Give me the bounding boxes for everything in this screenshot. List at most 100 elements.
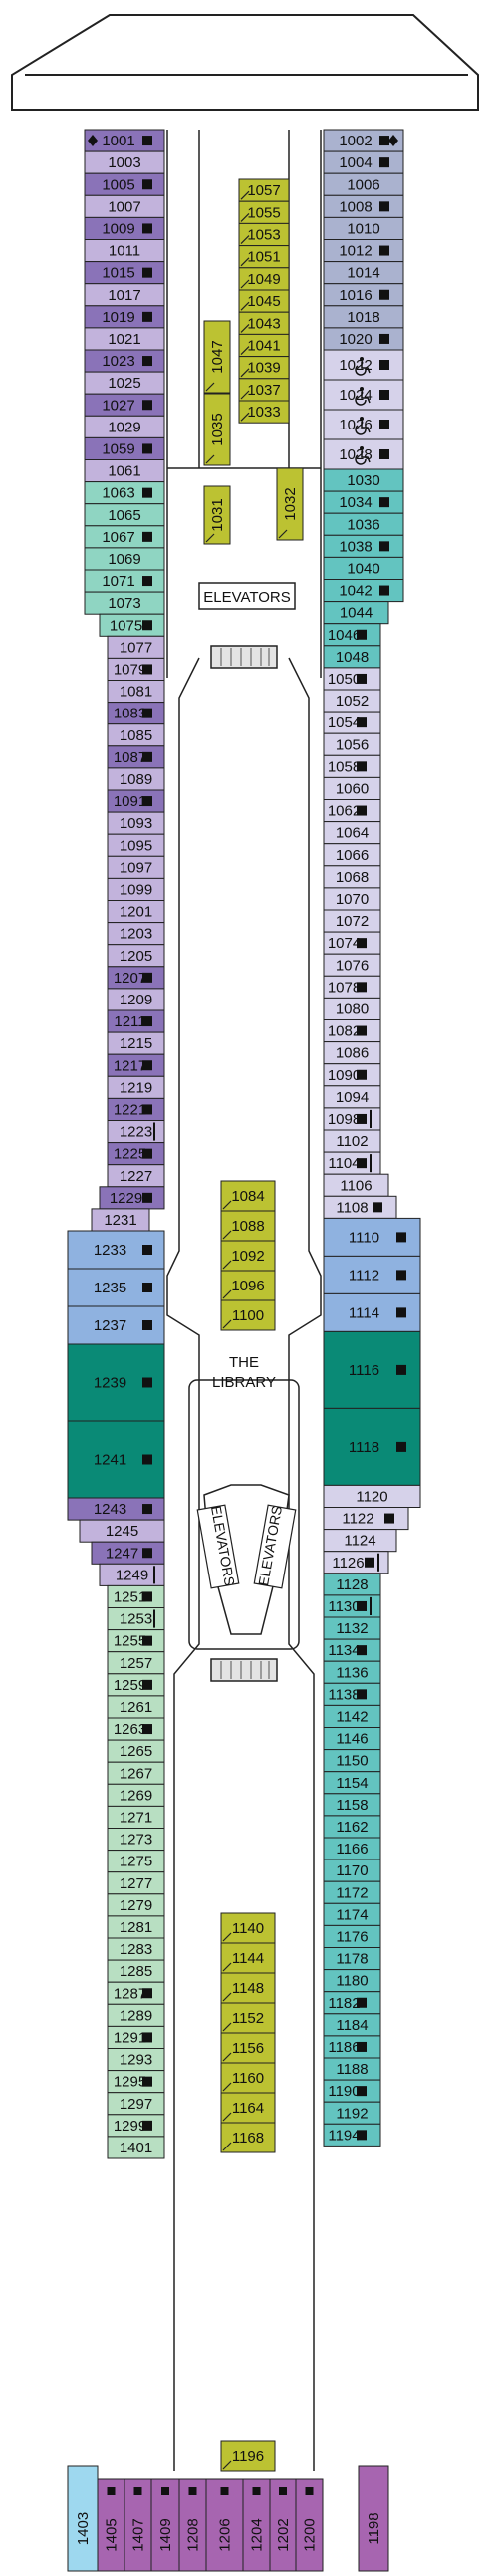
balcony-marker <box>142 1192 152 1203</box>
cabin-number: 1061 <box>108 463 140 480</box>
cabin-number: 1202 <box>275 2518 292 2551</box>
door-marker <box>222 1932 232 1942</box>
cabin-number: 1002 <box>339 133 372 149</box>
cabin-1077: 1077 <box>107 635 165 659</box>
cabin-1203: 1203 <box>107 922 165 946</box>
cabin-1235: 1235 <box>67 1268 165 1307</box>
cabin-number: 1029 <box>108 419 140 435</box>
cabin-1269: 1269 <box>107 1783 165 1807</box>
cabin-number: 1095 <box>120 837 152 854</box>
cabin-number: 1010 <box>347 220 379 237</box>
cabin-number: 1168 <box>232 2130 264 2147</box>
cabin-1018: 1018 <box>323 305 404 329</box>
balcony-marker <box>357 1025 367 1036</box>
cabin-number: 1150 <box>336 1753 368 1770</box>
cabin-number: 1293 <box>120 2052 152 2069</box>
cabin-number: 1079 <box>114 661 146 678</box>
cabin-number: 1099 <box>120 881 152 898</box>
cabin-1053: 1053 <box>238 222 290 247</box>
cabin-number: 1004 <box>339 154 372 171</box>
cabin-number: 1059 <box>102 440 134 457</box>
door-marker <box>240 368 250 378</box>
balcony-marker <box>396 1270 406 1281</box>
cabin-number: 1146 <box>336 1731 368 1748</box>
cabin-number: 1283 <box>120 1941 152 1958</box>
cabin-number: 1206 <box>217 2518 234 2551</box>
cabin-1407: 1407 <box>124 2478 152 2572</box>
cabin-1032: 1032 <box>276 467 304 541</box>
cabin-number: 1068 <box>336 869 369 886</box>
cabin-number: 1112 <box>349 1267 379 1284</box>
cabin-number: 1057 <box>247 182 280 199</box>
cabin-1090: 1090 <box>323 1063 381 1087</box>
cabin-1186: 1186 <box>323 2035 381 2059</box>
cabin-1095: 1095 <box>107 833 165 857</box>
cabin-number: 1058 <box>328 758 361 775</box>
cabin-number: 1073 <box>108 595 140 612</box>
cabin-number: 1152 <box>232 2010 264 2027</box>
library-label-line2: LIBRARY <box>212 1374 276 1391</box>
cabin-1041: 1041 <box>238 333 290 358</box>
balcony-marker <box>365 1557 374 1568</box>
cabin-number: 1120 <box>356 1488 387 1505</box>
cabin-number: 1110 <box>349 1229 379 1246</box>
cabin-1200: 1200 <box>295 2478 324 2572</box>
cabin-number: 1208 <box>185 2518 202 2551</box>
cabin-number: 1239 <box>94 1375 126 1392</box>
cabin-1056: 1056 <box>323 732 381 756</box>
balcony-marker <box>396 1307 406 1318</box>
cabin-1209: 1209 <box>107 988 165 1011</box>
cabin-1243: 1243 <box>67 1497 165 1521</box>
cabin-1057: 1057 <box>238 178 290 202</box>
cabin-1259: 1259 <box>107 1673 165 1697</box>
cabin-1136: 1136 <box>323 1660 381 1684</box>
door-marker <box>222 1289 232 1299</box>
cabin-1245: 1245 <box>79 1519 165 1543</box>
cabin-1098: 1098 <box>323 1107 381 1131</box>
cabin-number: 1285 <box>120 1963 152 1980</box>
cabin-number: 1241 <box>94 1452 126 1469</box>
cabin-number: 1162 <box>336 1819 368 1836</box>
cabin-1120: 1120 <box>323 1484 421 1509</box>
library-label-line1: THE <box>229 1354 259 1371</box>
cabin-1025: 1025 <box>84 371 165 395</box>
cabin-1114: 1114 <box>323 1292 421 1332</box>
balcony-marker <box>142 751 152 762</box>
cabin-1083: 1083 <box>107 702 165 725</box>
cabin-number: 1023 <box>102 353 134 370</box>
cabin-1001: 1001 <box>84 129 165 152</box>
cabin-1116: 1116 <box>323 1330 421 1409</box>
cabin-1405: 1405 <box>97 2478 125 2572</box>
cabin-number: 1065 <box>108 507 140 524</box>
bow-outline <box>11 14 479 111</box>
cabin-1040: 1040 <box>323 556 404 581</box>
balcony-marker <box>220 2487 229 2495</box>
cabin-number: 1098 <box>328 1111 361 1128</box>
cabin-number: 1036 <box>347 516 379 533</box>
cabin-1066: 1066 <box>323 843 381 867</box>
door-marker <box>205 533 215 543</box>
cabin-number: 1034 <box>339 494 372 511</box>
cabin-number: 1233 <box>94 1242 126 1259</box>
cabin-number: 1188 <box>336 2061 368 2078</box>
balcony-marker <box>379 360 389 370</box>
cabin-number: 1176 <box>336 1928 368 1945</box>
cabin-number: 1064 <box>336 825 369 842</box>
cabin-number: 1069 <box>108 551 140 568</box>
cabin-1072: 1072 <box>323 909 381 933</box>
cabin-1122: 1122 <box>323 1507 409 1531</box>
cabin-1201: 1201 <box>107 900 165 924</box>
cabin-1237: 1237 <box>67 1305 165 1345</box>
cabin-1099: 1099 <box>107 877 165 902</box>
cabin-1253: 1253 <box>107 1607 165 1631</box>
cabin-number: 1066 <box>336 847 369 864</box>
cabin-1279: 1279 <box>107 1893 165 1917</box>
balcony-marker <box>142 664 152 675</box>
cabin-number: 1203 <box>120 926 152 943</box>
cabin-1198: 1198 <box>358 2465 389 2572</box>
balcony-marker <box>357 673 367 684</box>
accessible-icon <box>360 387 364 391</box>
cabin-number: 1042 <box>339 583 372 600</box>
balcony-marker <box>357 805 367 816</box>
cabin-1162: 1162 <box>323 1815 381 1839</box>
